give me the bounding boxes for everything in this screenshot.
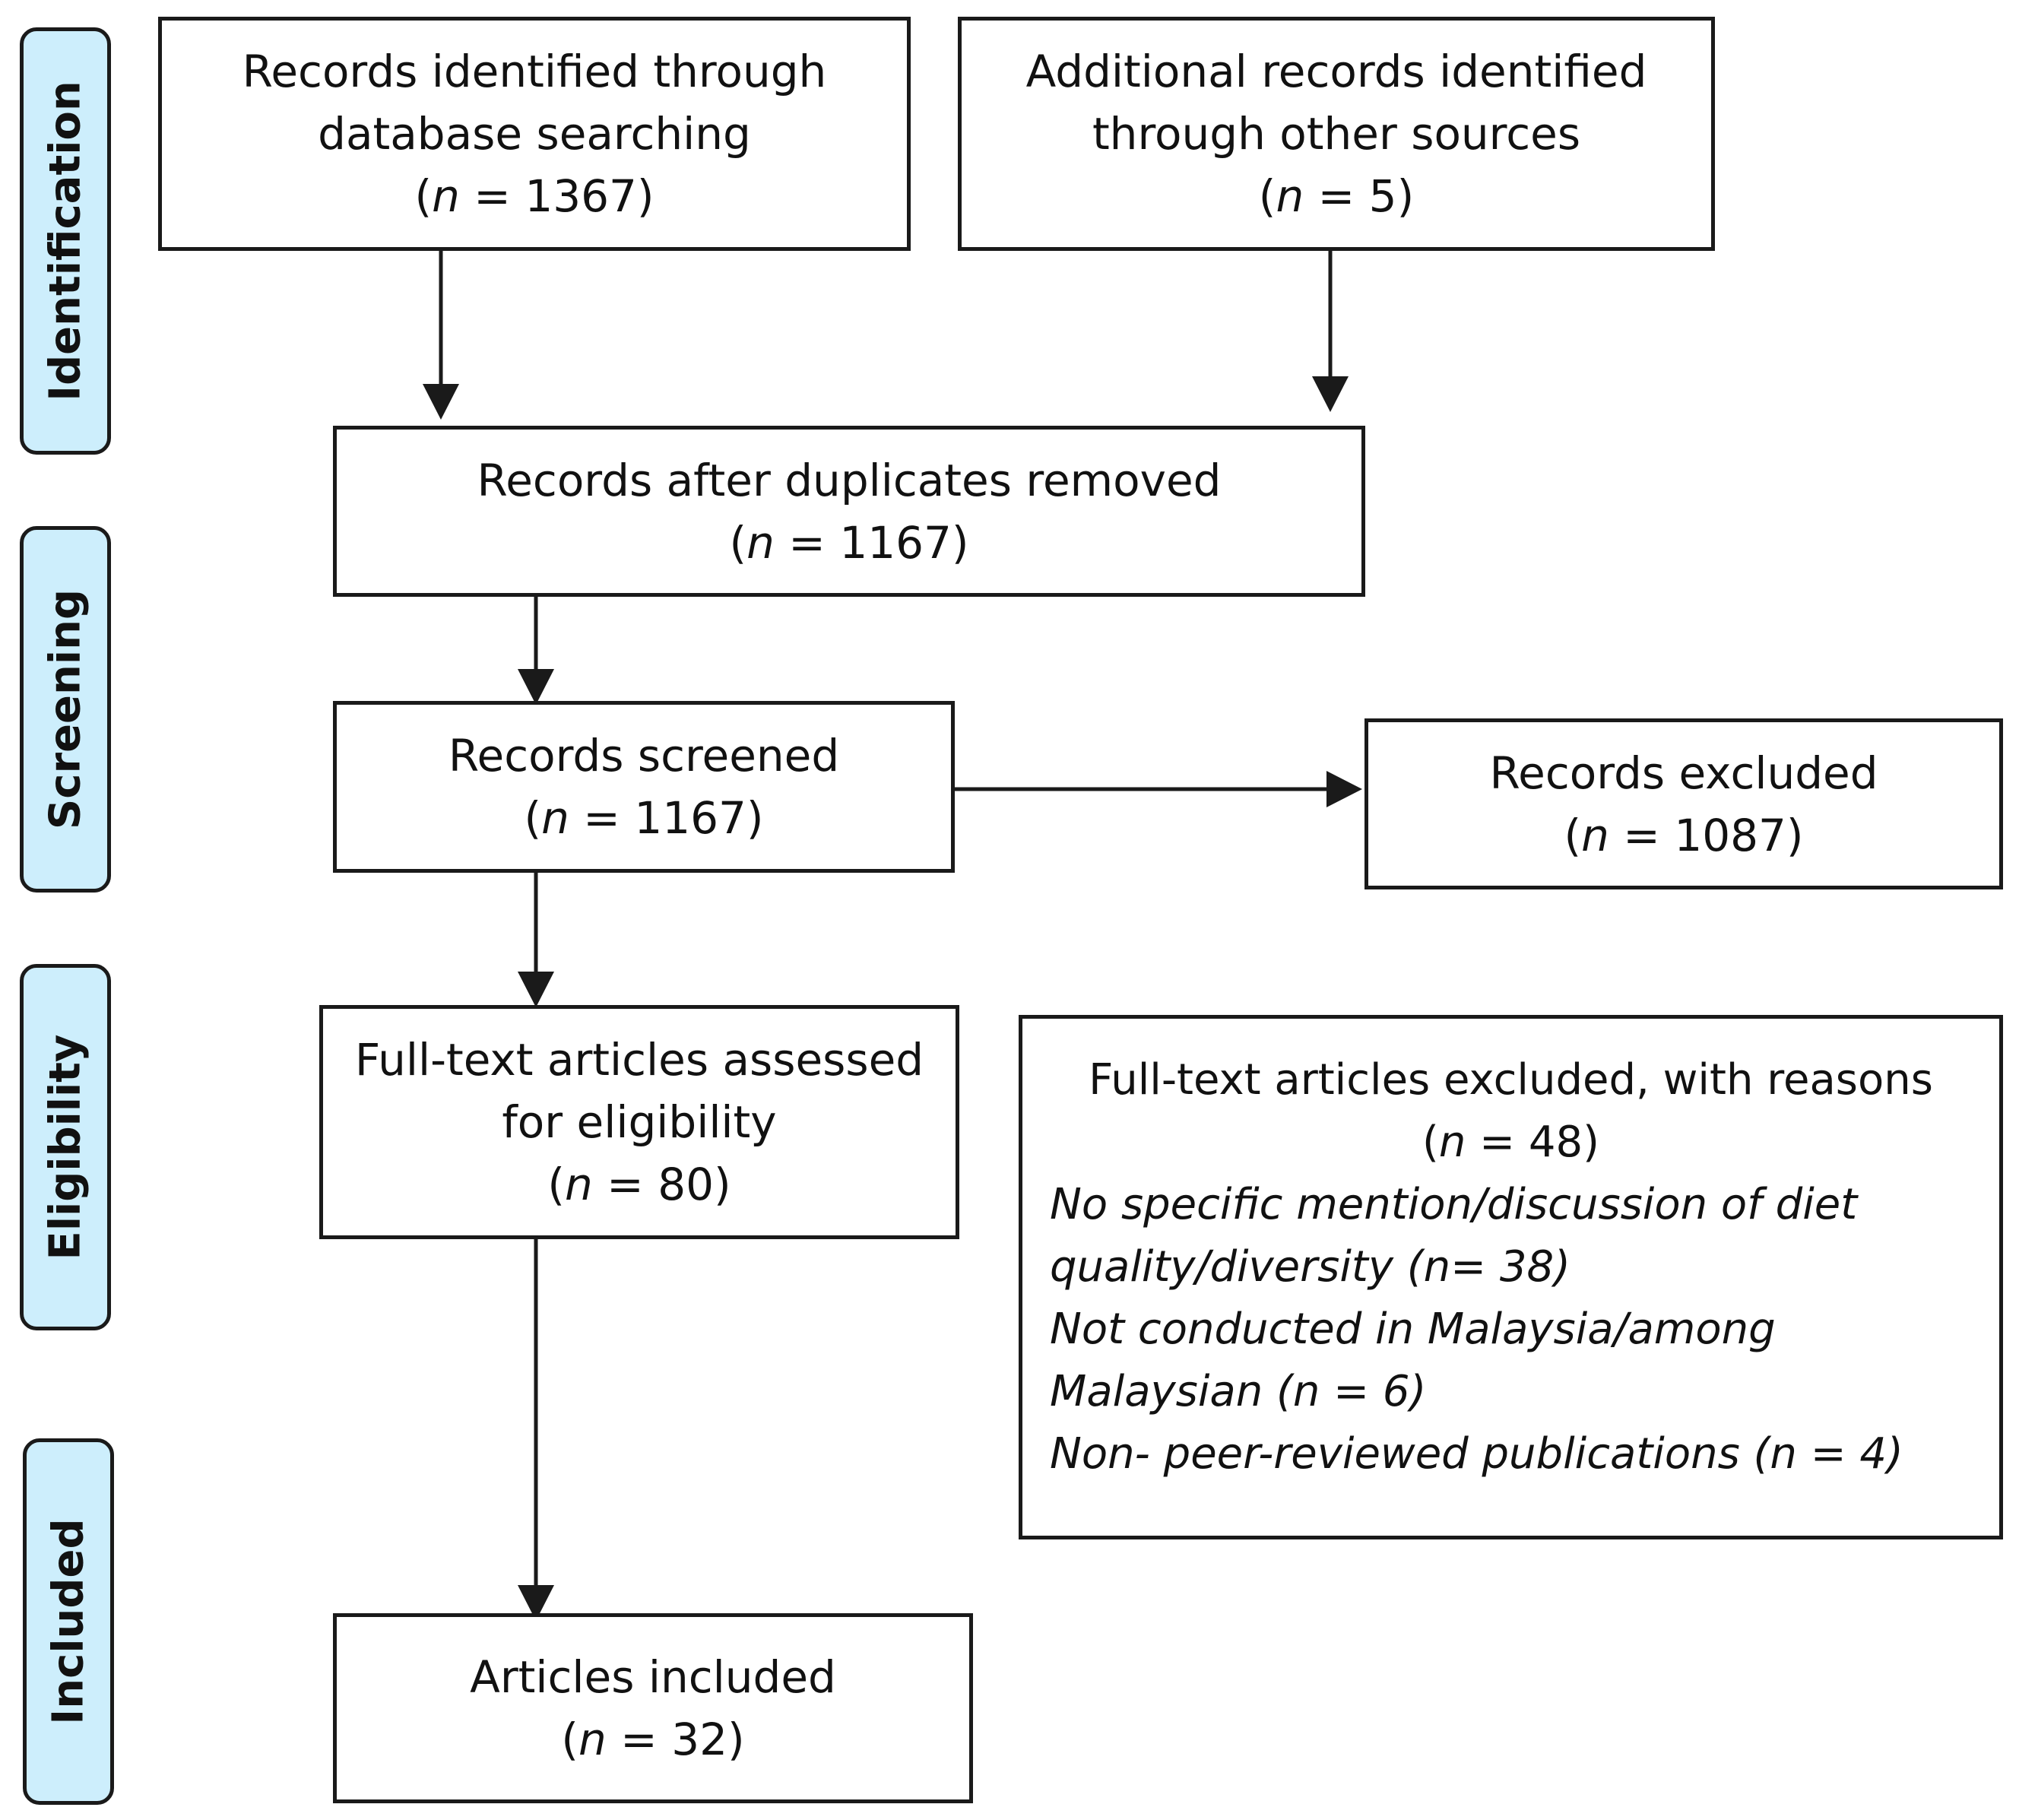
other-sources-line2: through other sources [1092, 108, 1581, 160]
deduplicated-count: (n = 1167) [729, 516, 969, 569]
fulltext-assessed-count: (n = 80) [547, 1159, 731, 1210]
arrowhead-database [423, 384, 459, 420]
records-excluded-box: Records excluded (n = 1087) [1364, 718, 2003, 889]
arrowhead-dedup [518, 669, 554, 705]
deduplicated-line1: Records after duplicates removed [477, 454, 1222, 506]
fulltext-assessed-box: Full-text articles assessed for eligibil… [319, 1005, 959, 1239]
fulltext-excluded-count: (n = 48) [1422, 1118, 1599, 1167]
articles-included-line1: Articles included [470, 1651, 836, 1703]
arrowhead-fulltext [518, 972, 554, 1007]
fulltext-excluded-box: Full-text articles excluded, with reason… [1019, 1015, 2003, 1539]
exclusion-reason-line: quality/diversity (n= 38) [1050, 1242, 1571, 1292]
fulltext-excluded-heading: Full-text articles excluded, with reason… [1089, 1055, 1933, 1105]
database-records-line2: database searching [318, 108, 751, 160]
phase-screening: Screening [20, 526, 111, 893]
screened-box: Records screened (n = 1167) [333, 701, 955, 873]
arrowhead-excluded [1326, 771, 1362, 807]
phase-included: Included [23, 1438, 114, 1805]
database-records-box: Records identified through database sear… [158, 17, 911, 251]
exclusion-reason-line: No specific mention/discussion of diet [1050, 1180, 1858, 1229]
database-records-count: (n = 1367) [414, 170, 655, 222]
exclusion-reason-line: Not conducted in Malaysia/among [1050, 1305, 1776, 1354]
other-sources-line1: Additional records identified [1025, 46, 1647, 97]
fulltext-assessed-line2: for eligibility [502, 1096, 777, 1148]
arrowhead-included [518, 1585, 554, 1621]
articles-included-count: (n = 32) [561, 1714, 745, 1765]
records-excluded-count: (n = 1087) [1564, 809, 1804, 861]
phase-eligibility: Eligibility [20, 964, 111, 1330]
screened-line1: Records screened [448, 730, 840, 782]
exclusion-reason-line: Malaysian (n = 6) [1050, 1367, 1427, 1416]
arrowhead-other [1312, 376, 1349, 412]
articles-included-box: Articles included (n = 32) [333, 1613, 973, 1803]
other-sources-count: (n = 5) [1258, 170, 1415, 222]
deduplicated-box: Records after duplicates removed (n = 11… [333, 426, 1365, 597]
database-records-line1: Records identified through [242, 46, 827, 97]
exclusion-reason-line: Non- peer-reviewed publications (n = 4) [1050, 1429, 1903, 1479]
other-sources-box: Additional records identified through ot… [958, 17, 1715, 251]
fulltext-assessed-line1: Full-text articles assessed [354, 1034, 924, 1086]
records-excluded-line1: Records excluded [1489, 747, 1878, 799]
screened-count: (n = 1167) [524, 792, 764, 844]
phase-identification: Identification [20, 27, 111, 455]
